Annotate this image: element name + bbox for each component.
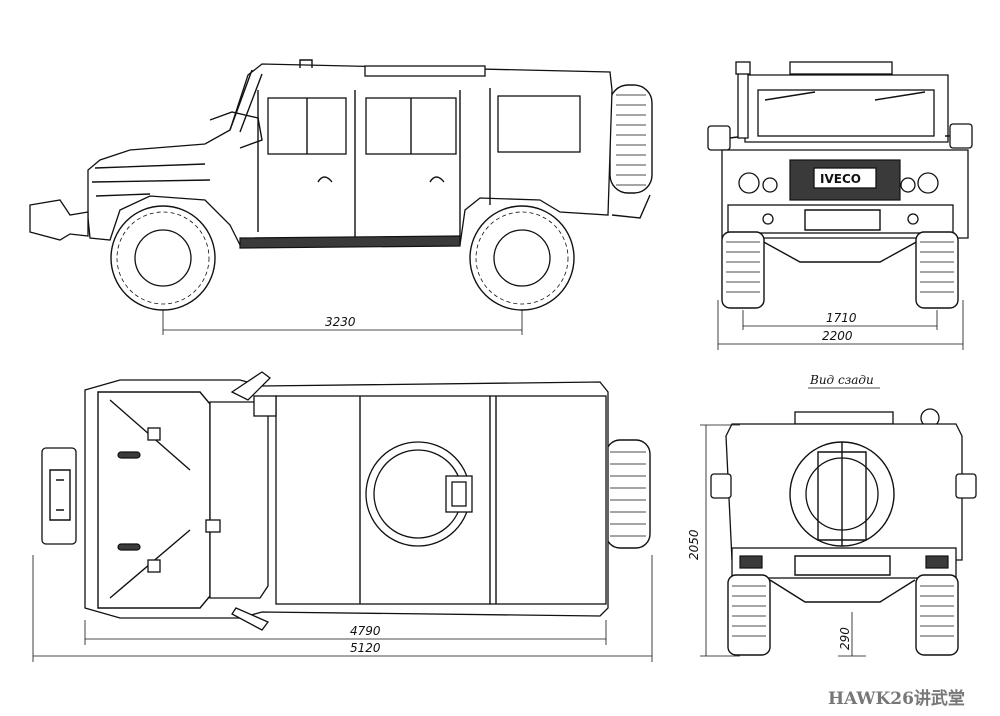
rear-view-caption: Вид сзади — [809, 373, 874, 387]
top-view: 4790 5120 — [32, 371, 653, 662]
clearance-label: 290 — [838, 627, 852, 650]
side-view: 3230 — [29, 59, 653, 335]
width-label: 2200 — [822, 329, 853, 343]
iveco-badge: IVECO — [820, 172, 861, 186]
wheelbase-label: 3230 — [325, 315, 356, 329]
track-label: 1710 — [826, 311, 857, 325]
height-label: 2050 — [687, 529, 701, 560]
body-length-label: 4790 — [350, 624, 381, 638]
front-view: IVECO 1710 2200 — [707, 61, 973, 350]
rear-view: Вид сзади 2050 290 — [687, 373, 977, 657]
watermark: HAWK26讲武堂 — [828, 688, 965, 709]
total-length-label: 5120 — [350, 641, 381, 655]
